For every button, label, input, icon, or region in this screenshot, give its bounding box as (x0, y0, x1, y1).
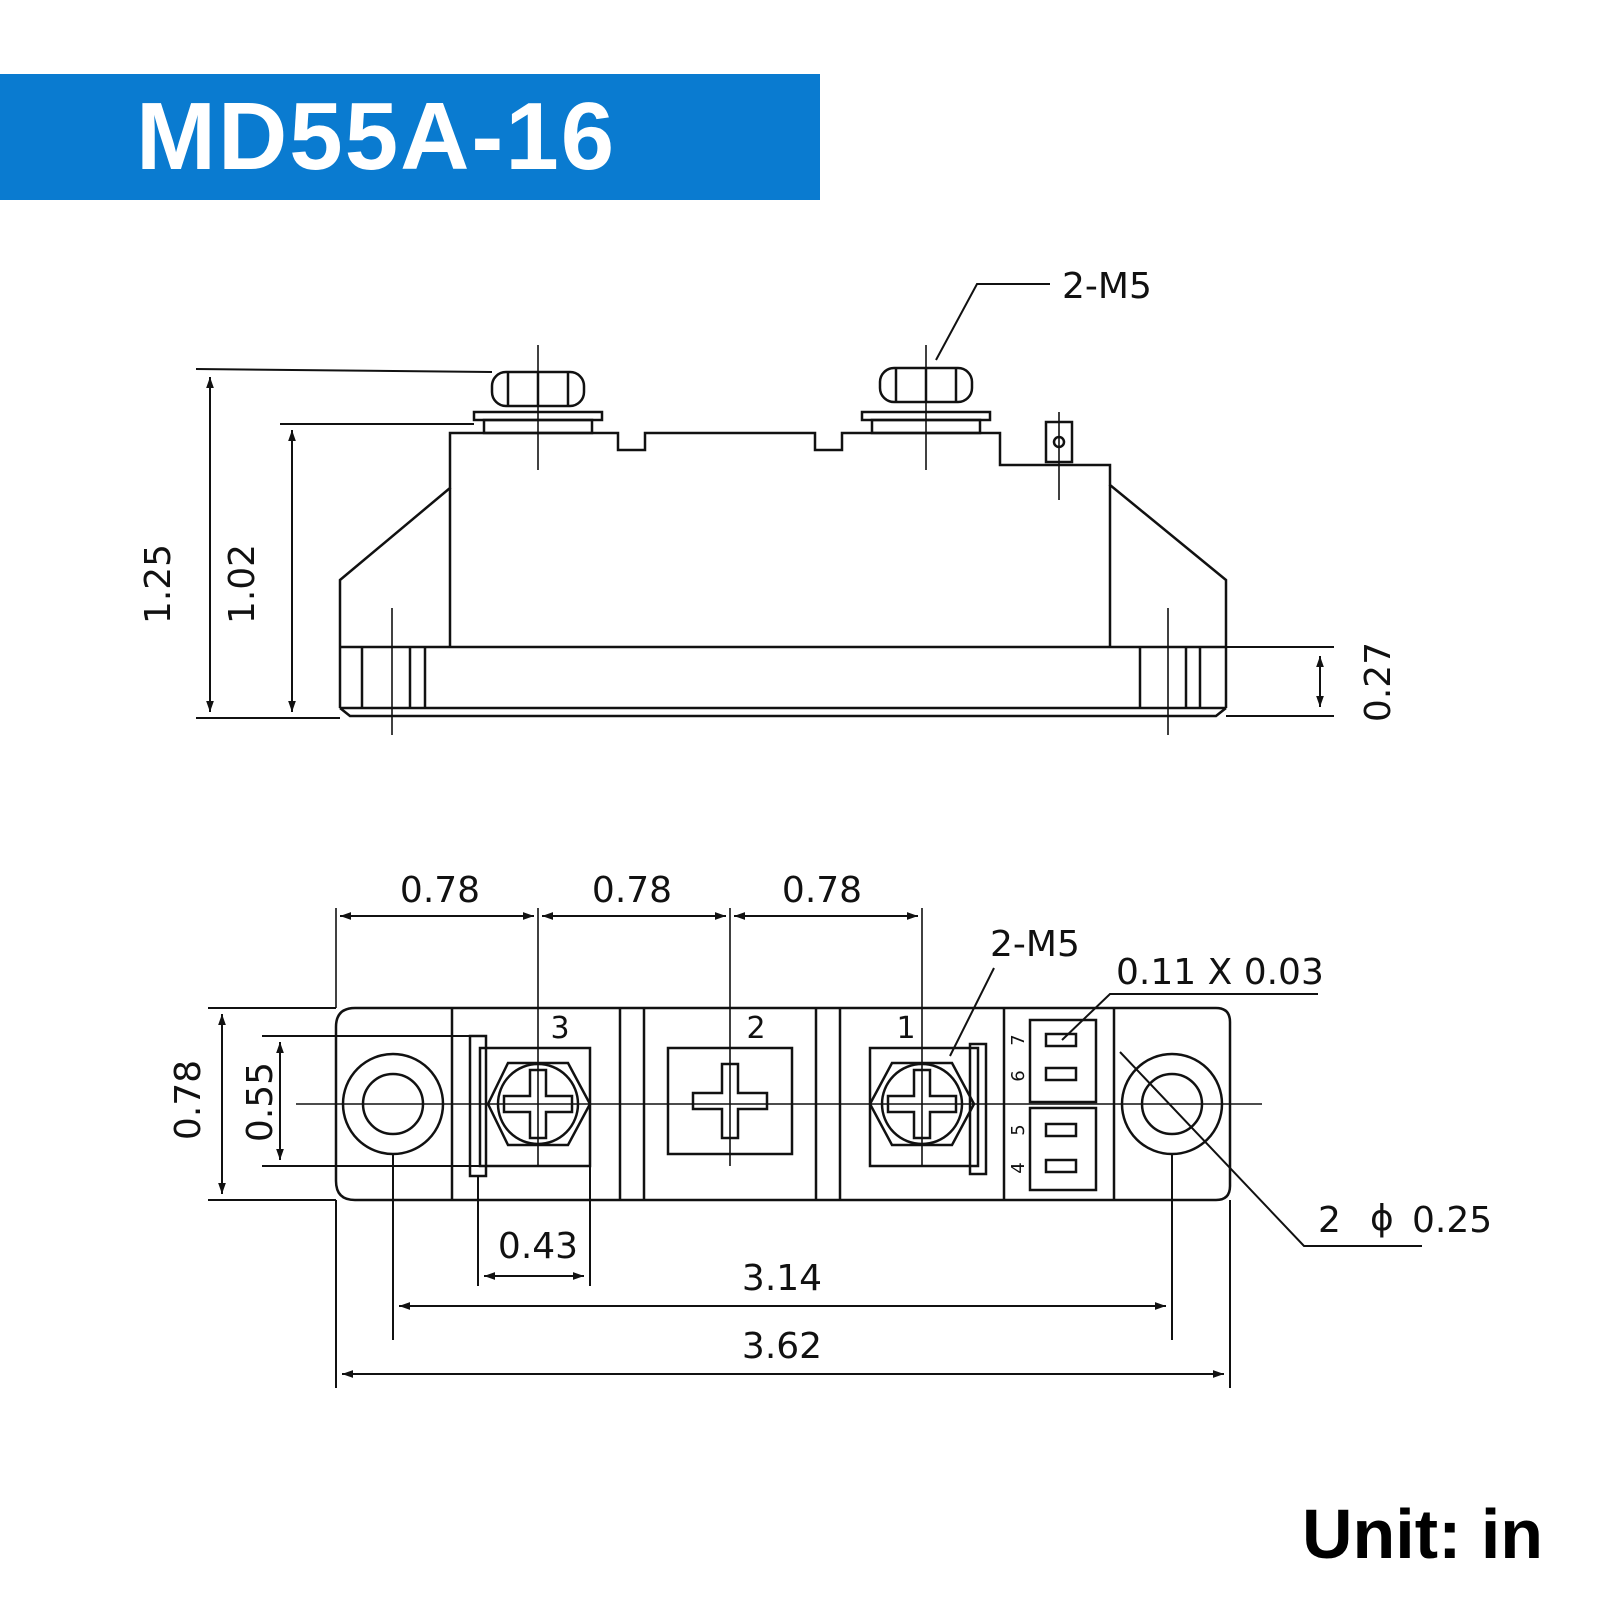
aux-pin-block (1028, 1018, 1098, 1192)
aux-pin-label-6: 6 (1008, 1070, 1029, 1081)
diameter-symbol: ϕ (1370, 1198, 1394, 1239)
aux-pin-label-7: 7 (1008, 1034, 1029, 1045)
dim-width (208, 1007, 336, 1201)
dim-terminal-width (262, 1035, 480, 1167)
dim-body-height (280, 423, 474, 712)
aux-pin-label-5: 5 (1008, 1124, 1029, 1135)
side-screw-leader (935, 283, 1050, 361)
top-view (208, 908, 1422, 1388)
tab-size-label: 0.11 X 0.03 (1116, 952, 1324, 993)
side-screw-label: 2-M5 (1062, 266, 1152, 307)
side-view-labels: 2-M5 1.25 1.02 0.27 (138, 266, 1399, 722)
aux-pin-label-4: 4 (1008, 1162, 1029, 1173)
title-banner: MD55A-16 (0, 74, 820, 200)
side-view (195, 283, 1334, 735)
hole-diameter-label: 0.25 (1412, 1200, 1492, 1241)
spacing-label-2: 0.78 (592, 870, 672, 911)
terminal-pitch-label: 0.43 (498, 1226, 578, 1267)
dim-hole-spacing (392, 1154, 1173, 1340)
tab-size-leader (1061, 993, 1318, 1041)
model-title: MD55A-16 (136, 83, 617, 190)
base-height-label: 0.27 (1358, 642, 1399, 722)
side-view-screw-left (472, 345, 604, 470)
dim-base-height (1226, 646, 1334, 717)
side-view-body (338, 431, 1228, 735)
terminal-1-screw (868, 1042, 988, 1176)
terminal-label-3: 3 (550, 1011, 569, 1046)
terminal-label-2: 2 (746, 1011, 765, 1046)
width-label: 0.78 (168, 1060, 209, 1140)
spacing-label-3: 0.78 (782, 870, 862, 911)
top-view-labels: 0.78 0.78 0.78 2-M5 0.11 X 0.03 0.78 0.5… (168, 870, 1492, 1367)
hole-leader (1119, 1051, 1422, 1247)
dim-total-height (195, 368, 493, 719)
side-view-screw-right (860, 345, 992, 470)
terminal-width-label: 0.55 (240, 1062, 281, 1142)
terminal-3-screw (468, 1034, 592, 1178)
total-length-label: 3.62 (742, 1326, 822, 1367)
dim-terminal-pitch (477, 1166, 591, 1286)
hole-count-label: 2 (1318, 1200, 1341, 1241)
hole-spacing-label: 3.14 (742, 1258, 822, 1299)
spacing-label-1: 0.78 (400, 870, 480, 911)
top-screw-label: 2-M5 (990, 924, 1080, 965)
top-view-body (296, 1006, 1262, 1202)
top-screw-leader (949, 967, 995, 1057)
terminal-label-1: 1 (896, 1011, 915, 1046)
dim-total-length (335, 1200, 1231, 1388)
unit-label: Unit: in (1302, 1495, 1544, 1573)
total-height-label: 1.25 (138, 544, 179, 624)
side-view-aux-pin (1044, 412, 1074, 500)
body-height-label: 1.02 (222, 544, 263, 624)
